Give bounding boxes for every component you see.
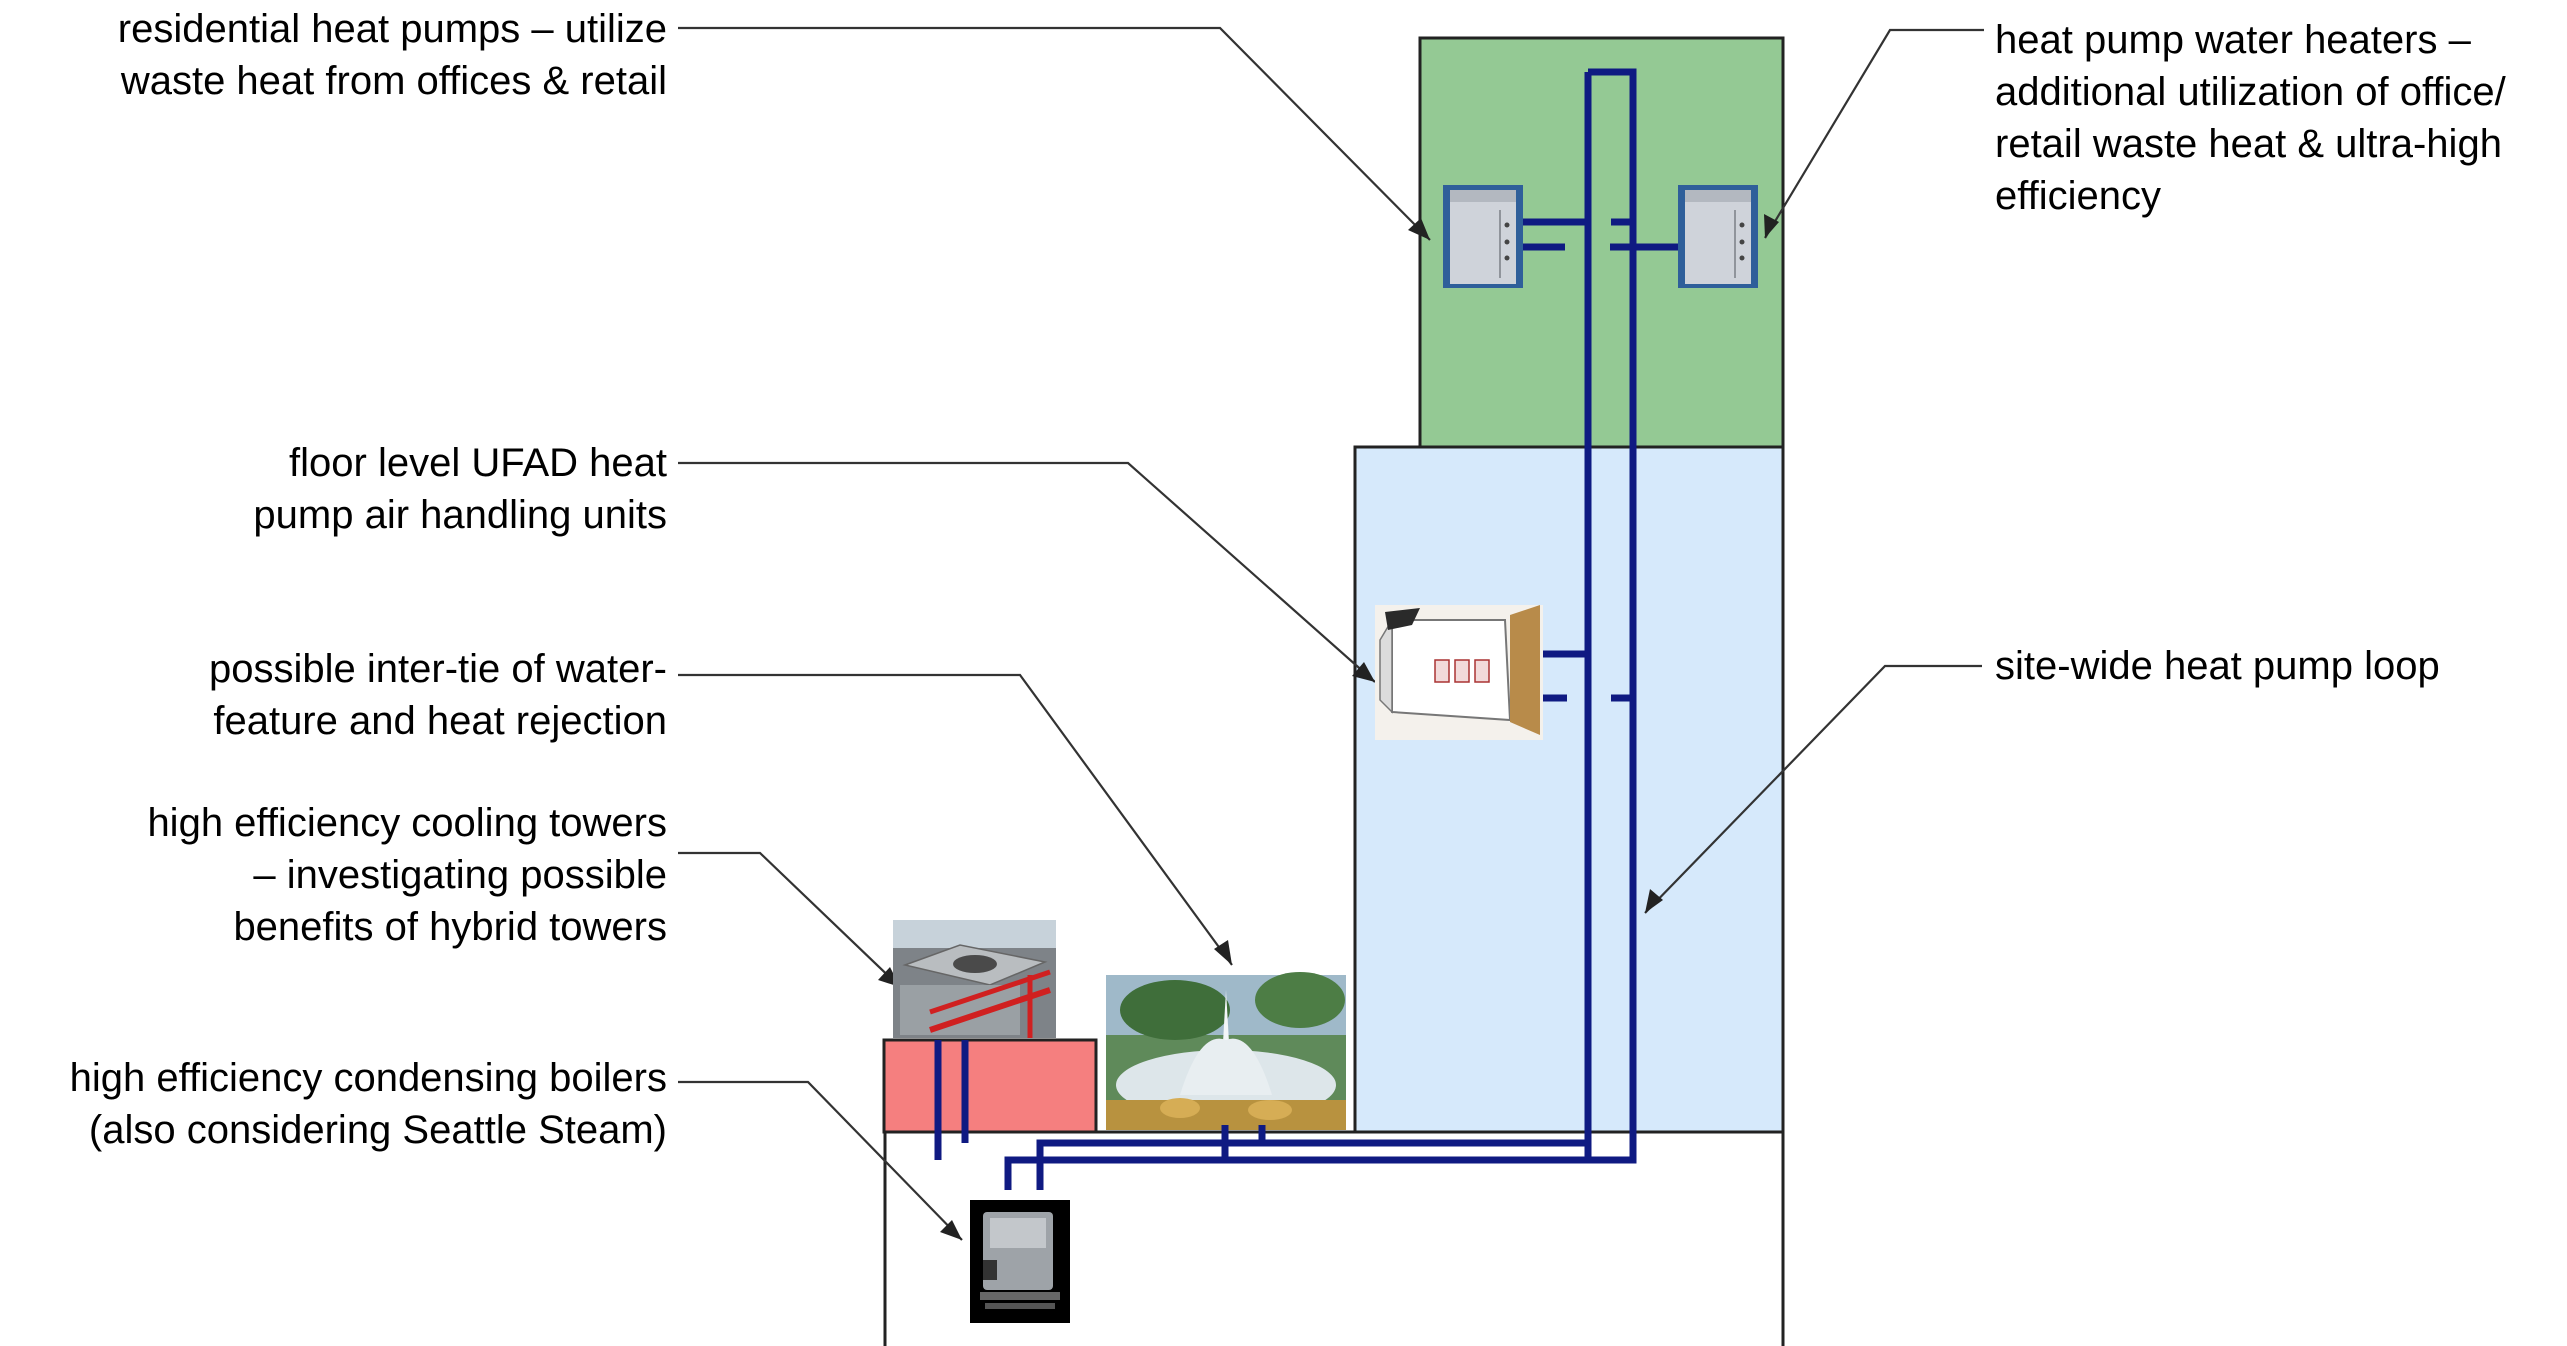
label-line: high efficiency cooling towers: [147, 801, 667, 845]
label-cooling-towers: high efficiency cooling towers – investi…: [147, 797, 667, 953]
label-line: benefits of hybrid towers: [233, 905, 667, 949]
label-line: residential heat pumps – utilize: [117, 7, 667, 51]
heat-pump-unit-icon: [1443, 185, 1523, 288]
label-line: feature and heat rejection: [213, 699, 667, 743]
label-line: waste heat from offices & retail: [120, 59, 667, 103]
water-feature-photo-icon: [1106, 972, 1346, 1130]
label-line: – investigating possible: [253, 853, 667, 897]
leader-lines: [678, 26, 1984, 1241]
office-retail-zone: [1353, 445, 1785, 1134]
cooling-tower-photo-icon: [893, 920, 1056, 1038]
label-ufad-units: floor level UFAD heat pump air handling …: [253, 437, 667, 541]
leader-water-feature: [678, 673, 1233, 966]
leader-ufad-units: [678, 461, 1376, 683]
leader-water-heaters: [1764, 28, 1984, 239]
label-residential-heat-pumps: residential heat pumps – utilize waste h…: [118, 3, 667, 107]
retail-block: [882, 1038, 1098, 1134]
label-line: efficiency: [1995, 174, 2162, 218]
label-heat-pump-water-heaters: heat pump water heaters – additional uti…: [1995, 14, 2506, 222]
label-line: heat pump water heaters –: [1995, 18, 2471, 62]
label-line: possible inter-tie of water-: [209, 647, 667, 691]
label-line: high efficiency condensing boilers: [69, 1056, 667, 1100]
label-line: site-wide heat pump loop: [1995, 644, 2440, 688]
condensing-boiler-photo-icon: [970, 1200, 1070, 1323]
arrowhead-icon: [1764, 214, 1779, 238]
label-line: pump air handling units: [253, 493, 667, 537]
site-wide-heat-pump-loop: [934, 68, 1678, 1190]
arrowhead-icon: [1214, 940, 1232, 965]
label-site-loop: site-wide heat pump loop: [1995, 640, 2440, 692]
leader-cooling-towers: [678, 851, 901, 988]
ufad-air-handling-unit-icon: [1375, 605, 1543, 740]
heat-pump-water-heater-icon: [1678, 185, 1758, 288]
leader-residential-heat-pumps: [678, 26, 1431, 241]
label-line: additional utilization of office/: [1995, 70, 2506, 114]
label-boilers: high efficiency condensing boilers (also…: [70, 1052, 667, 1156]
arrowhead-icon: [1352, 662, 1375, 682]
label-line: (also considering Seattle Steam): [88, 1108, 667, 1152]
label-water-feature: possible inter-tie of water- feature and…: [209, 643, 667, 747]
label-line: retail waste heat & ultra-high: [1995, 122, 2502, 166]
label-line: floor level UFAD heat: [289, 441, 667, 485]
leader-boilers: [678, 1080, 963, 1241]
arrowhead-icon: [1408, 218, 1430, 240]
leader-site-loop: [1644, 664, 1982, 914]
arrowhead-icon: [940, 1220, 962, 1240]
arrowhead-icon: [1645, 889, 1663, 913]
